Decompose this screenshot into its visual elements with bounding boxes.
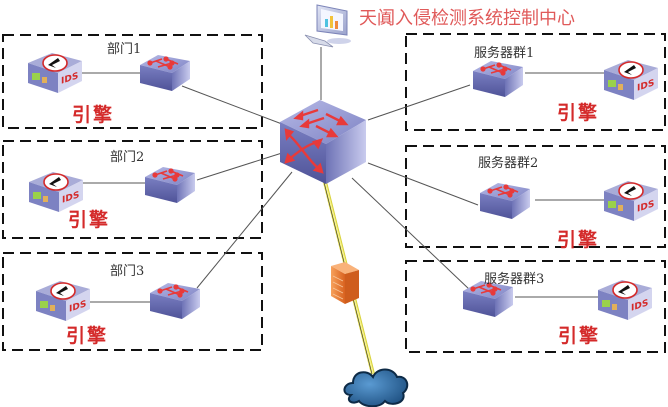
zone-label-srv1: 服务器群1 (474, 46, 535, 61)
switch-icon-dept2 (144, 166, 196, 204)
zone-srv3-border (405, 260, 666, 353)
zone-dept1-border (2, 34, 263, 129)
link-dept3-core (196, 171, 293, 289)
firewall-icon (331, 262, 359, 304)
engine-label-dept3: 引擎 (66, 325, 109, 347)
zone-srv2-border (405, 145, 666, 248)
zone-label-dept3: 部门3 (110, 264, 145, 279)
zone-label-dept2: 部门2 (110, 150, 145, 165)
engine-label-srv2: 引擎 (557, 229, 600, 251)
engine-label-dept1: 引擎 (72, 104, 115, 126)
link-srv1-core (367, 84, 471, 121)
link-dept2-core (196, 152, 283, 181)
zone-label-srv2: 服务器群2 (478, 156, 539, 171)
switch-icon-srv2 (479, 182, 531, 220)
diagram-title: 天阗入侵检测系统控制中心 (359, 8, 575, 29)
core-switch-icon (280, 100, 366, 184)
link-dept1-core (181, 85, 283, 125)
zone-dept3-border (2, 252, 263, 351)
zone-srv1-border (405, 33, 666, 131)
engine-label-dept2: 引擎 (68, 209, 111, 231)
zone-label-dept1: 部门1 (107, 42, 142, 57)
switch-icon-srv1 (472, 60, 524, 98)
engine-label-srv1: 引擎 (557, 102, 600, 124)
engine-label-srv3: 引擎 (558, 325, 601, 347)
switch-icon-dept3 (149, 282, 201, 320)
internet-cloud-icon (343, 368, 409, 407)
zone-dept2-border (2, 140, 263, 239)
switch-icon-dept1 (139, 54, 191, 92)
console-computer-icon (304, 4, 351, 48)
link-srv3-core (351, 177, 471, 291)
zone-label-srv3: 服务器群3 (484, 272, 545, 287)
link-srv2-core (367, 162, 479, 206)
